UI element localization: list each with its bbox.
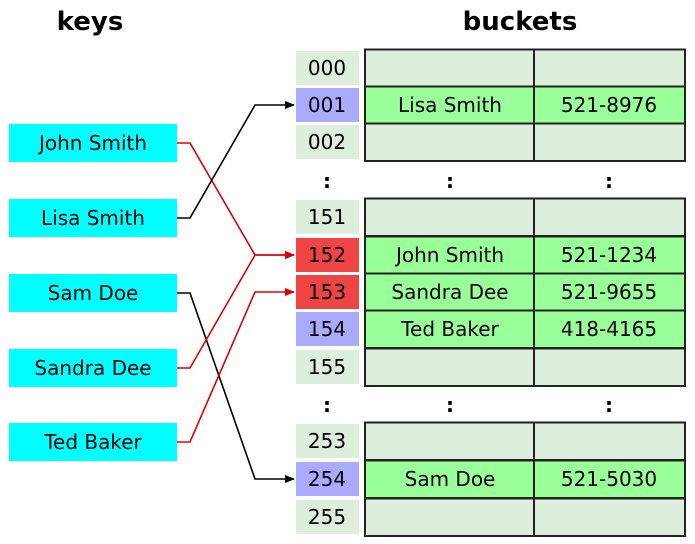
bucket-name: Ted Baker	[400, 317, 499, 341]
bucket-name: John Smith	[394, 243, 504, 267]
bucket-name-cell	[364, 48, 535, 88]
bucket-name-cell	[364, 272, 535, 312]
key-label: Ted Baker	[43, 430, 142, 454]
key-box	[9, 274, 177, 312]
key-item: Lisa Smith	[9, 199, 177, 237]
bucket-index: 000	[308, 56, 346, 80]
bucket-index: 255	[308, 505, 346, 529]
bucket-index: 154	[308, 317, 346, 341]
bucket-row: 000	[296, 48, 686, 88]
key-box	[9, 199, 177, 237]
bucket-phone-cell	[533, 459, 686, 499]
key-label: John Smith	[37, 131, 147, 155]
key-box	[9, 423, 177, 461]
key-label: Sandra Dee	[34, 356, 151, 380]
buckets-table: 000 001 Lisa Smith 521-8976 002 151 152 John Sm…	[296, 48, 686, 537]
bucket-name-cell	[364, 459, 535, 499]
bucket-index: 254	[308, 467, 346, 491]
bucket-name: Sam Doe	[405, 467, 496, 491]
key-item: Sam Doe	[9, 274, 177, 312]
bucket-phone-cell	[533, 48, 686, 88]
bucket-index: 153	[308, 280, 346, 304]
bucket-index: 151	[308, 205, 346, 229]
bucket-row: 001 Lisa Smith 521-8976	[296, 85, 686, 125]
bucket-row: 255	[296, 497, 686, 537]
bucket-phone: 521-5030	[561, 467, 657, 491]
bucket-index-cell	[296, 275, 359, 309]
bucket-phone-cell	[533, 309, 686, 349]
bucket-phone-cell	[533, 421, 686, 461]
ellipsis: :	[446, 393, 454, 417]
bucket-row: 254 Sam Doe 521-5030	[296, 459, 686, 499]
bucket-phone-cell	[533, 272, 686, 312]
ellipsis: :	[323, 393, 331, 417]
bucket-row: 152 John Smith 521-1234	[296, 235, 686, 275]
key-item: Sandra Dee	[9, 349, 177, 387]
mapping-lines	[177, 101, 295, 483]
bucket-index-cell	[296, 500, 359, 534]
bucket-index: 253	[308, 429, 346, 453]
bucket-index: 001	[308, 93, 346, 117]
bucket-index-cell	[296, 312, 359, 346]
buckets-header: buckets	[463, 7, 578, 37]
mapping-arrow	[177, 101, 295, 219]
ellipsis: :	[446, 169, 454, 193]
bucket-phone-cell	[533, 122, 686, 162]
bucket-index: 155	[308, 355, 346, 379]
bucket-index-cell	[296, 88, 359, 122]
bucket-index-cell	[296, 200, 359, 234]
bucket-name: Lisa Smith	[398, 93, 502, 117]
key-label: Sam Doe	[48, 281, 139, 305]
bucket-row: 253	[296, 421, 686, 461]
bucket-row: 154 Ted Baker 418-4165	[296, 309, 686, 349]
bucket-row: 151	[296, 197, 686, 237]
bucket-name: Sandra Dee	[391, 280, 508, 304]
bucket-row: 002	[296, 122, 686, 162]
mapping-arrow	[177, 288, 295, 443]
ellipsis: :	[323, 169, 331, 193]
bucket-index-cell	[296, 51, 359, 85]
bucket-index-cell	[296, 125, 359, 159]
key-box	[9, 124, 177, 162]
bucket-phone-cell	[533, 235, 686, 275]
bucket-row: 155	[296, 347, 686, 387]
key-item: John Smith	[9, 124, 177, 162]
key-item: Ted Baker	[9, 423, 177, 461]
bucket-phone-cell	[533, 497, 686, 537]
bucket-index-cell	[296, 424, 359, 458]
bucket-index-cell	[296, 462, 359, 496]
bucket-name-cell	[364, 197, 535, 237]
bucket-name-cell	[364, 421, 535, 461]
ellipsis: :	[605, 393, 613, 417]
mapping-arrow	[177, 251, 295, 369]
bucket-name-cell	[364, 497, 535, 537]
mapping-arrow	[177, 292, 295, 483]
bucket-phone-cell	[533, 347, 686, 387]
key-box	[9, 349, 177, 387]
bucket-phone: 521-8976	[561, 93, 657, 117]
bucket-index: 002	[308, 130, 346, 154]
keys-header: keys	[57, 7, 124, 37]
mapping-arrow	[177, 142, 295, 259]
bucket-phone-cell	[533, 197, 686, 237]
bucket-phone: 521-1234	[561, 243, 657, 267]
ellipsis: :	[605, 169, 613, 193]
ellipsis-rows: ::::::	[323, 169, 613, 417]
bucket-row: 153 Sandra Dee 521-9655	[296, 272, 686, 312]
bucket-name-cell	[364, 122, 535, 162]
bucket-index-cell	[296, 238, 359, 272]
bucket-phone: 418-4165	[561, 317, 657, 341]
bucket-index: 152	[308, 243, 346, 267]
bucket-phone: 521-9655	[561, 280, 657, 304]
bucket-index-cell	[296, 350, 359, 384]
bucket-name-cell	[364, 347, 535, 387]
key-label: Lisa Smith	[41, 206, 145, 230]
